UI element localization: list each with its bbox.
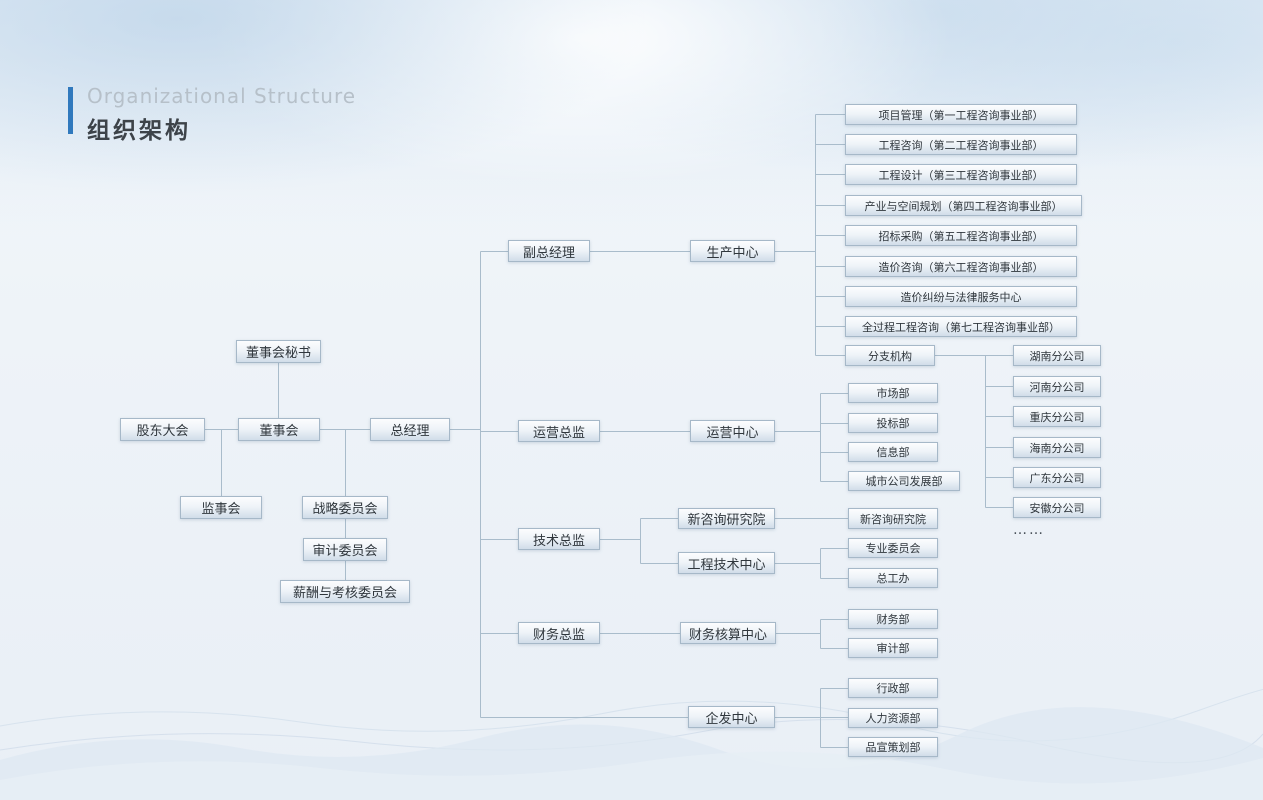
branches-ellipsis-label: …… — [1013, 522, 1045, 538]
node-ops-department: 城市公司发展部 — [848, 471, 960, 491]
node-finance-department: 财务部 — [848, 609, 938, 629]
node-production-unit: 工程设计（第三工程咨询事业部） — [845, 164, 1077, 185]
mountain-silhouette-decoration — [0, 688, 1263, 800]
node-enterprise-department: 行政部 — [848, 678, 938, 698]
title-group: Organizational Structure 组织架构 — [87, 84, 356, 145]
node-branch-company: 湖南分公司 — [1013, 345, 1101, 366]
node-research-institute: 新咨询研究院 — [678, 508, 775, 529]
node-operations-center: 运营中心 — [690, 420, 775, 442]
node-enterprise-dev-center: 企发中心 — [688, 706, 775, 728]
node-finance-department: 审计部 — [848, 638, 938, 658]
node-production-unit: 项目管理（第一工程咨询事业部） — [845, 104, 1077, 125]
node-engineering-department: 总工办 — [848, 568, 938, 588]
node-production-unit: 产业与空间规划（第四工程咨询事业部） — [845, 195, 1082, 216]
node-shareholders-meeting: 股东大会 — [120, 418, 205, 441]
node-production-center: 生产中心 — [690, 240, 775, 262]
node-branch-company: 安徽分公司 — [1013, 497, 1101, 518]
node-branch-hub: 分支机构 — [845, 345, 935, 366]
node-finance-accounting-center: 财务核算中心 — [680, 622, 776, 644]
node-production-unit: 造价咨询（第六工程咨询事业部） — [845, 256, 1077, 277]
page-title-zh: 组织架构 — [87, 118, 191, 144]
node-board-of-directors: 董事会 — [238, 418, 320, 441]
title-accent-bar — [68, 87, 73, 134]
node-deputy-general-manager: 副总经理 — [508, 240, 590, 262]
node-audit-committee: 审计委员会 — [303, 538, 387, 561]
node-remuneration-committee: 薪酬与考核委员会 — [280, 580, 410, 603]
node-engineering-department: 专业委员会 — [848, 538, 938, 558]
page-title-en: Organizational Structure — [87, 84, 357, 108]
node-technology-director: 技术总监 — [518, 528, 600, 550]
node-strategy-committee: 战略委员会 — [302, 496, 388, 519]
node-ops-department: 信息部 — [848, 442, 938, 462]
node-general-manager: 总经理 — [370, 418, 450, 441]
node-production-unit: 造价纠纷与法律服务中心 — [845, 286, 1077, 307]
node-supervisory-board: 监事会 — [180, 496, 262, 519]
node-branch-company: 重庆分公司 — [1013, 406, 1101, 427]
node-production-unit: 工程咨询（第二工程咨询事业部） — [845, 134, 1077, 155]
node-branch-company: 海南分公司 — [1013, 437, 1101, 458]
node-ops-department: 市场部 — [848, 383, 938, 403]
node-board-secretary: 董事会秘书 — [236, 340, 321, 363]
node-operations-director: 运营总监 — [518, 420, 600, 442]
node-production-unit: 招标采购（第五工程咨询事业部） — [845, 225, 1077, 246]
node-enterprise-department: 人力资源部 — [848, 708, 938, 728]
node-ops-department: 投标部 — [848, 413, 938, 433]
node-finance-director: 财务总监 — [518, 622, 600, 644]
node-branch-company: 广东分公司 — [1013, 467, 1101, 488]
node-engineering-tech-center: 工程技术中心 — [678, 552, 775, 574]
node-enterprise-department: 品宣策划部 — [848, 737, 938, 757]
node-research-institute-sub: 新咨询研究院 — [848, 508, 938, 529]
page-header: Organizational Structure 组织架构 — [68, 84, 356, 145]
node-production-unit: 全过程工程咨询（第七工程咨询事业部） — [845, 316, 1077, 337]
node-branch-company: 河南分公司 — [1013, 376, 1101, 397]
